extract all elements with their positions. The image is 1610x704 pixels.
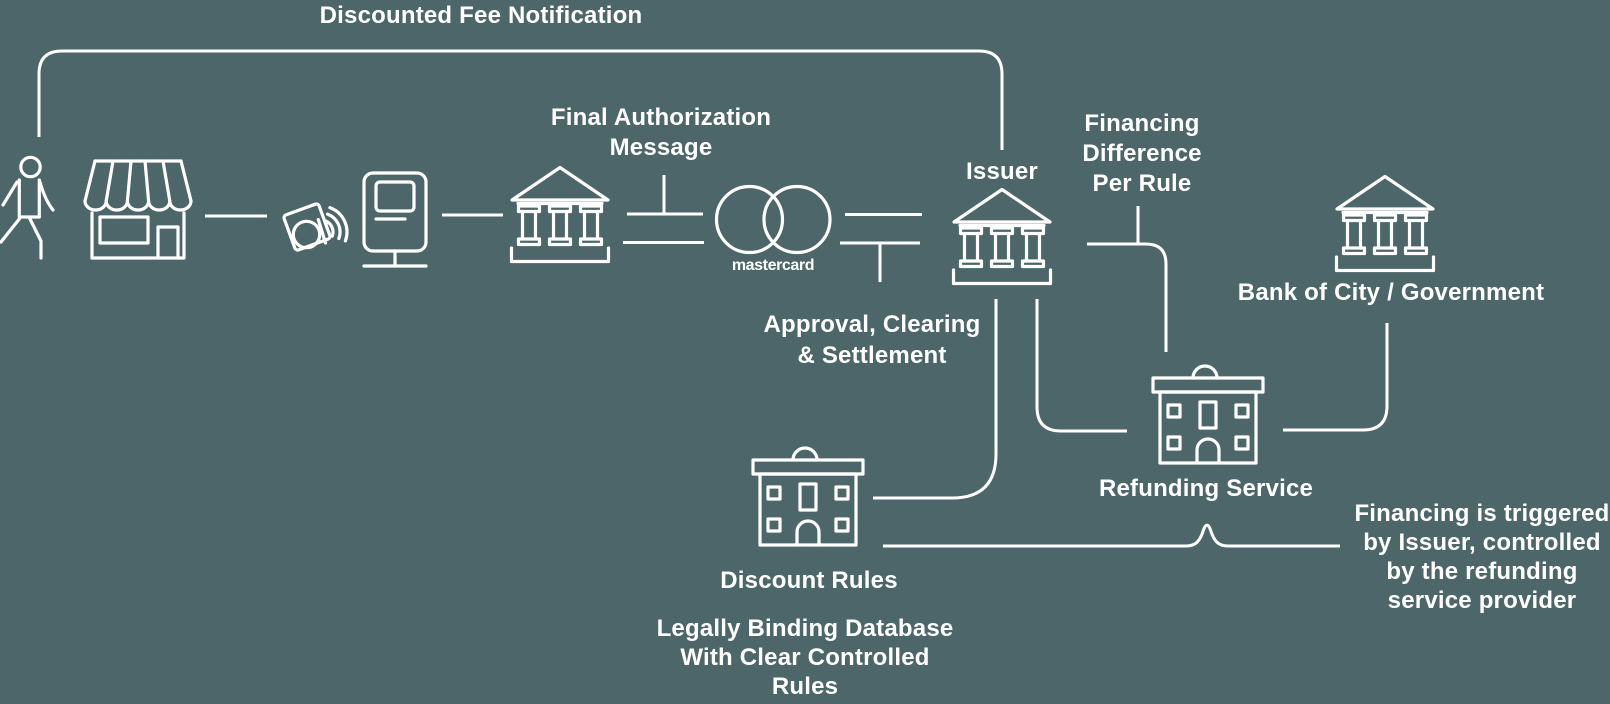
connector-mastercard-issuer-lower [840, 241, 920, 282]
terminal-icon [362, 171, 428, 268]
refunding-service-label: Refunding Service [1098, 475, 1314, 502]
connector-bankcity-refunding [1283, 323, 1389, 432]
connector-issuer-discount-rules [873, 299, 998, 500]
legally-binding-label: Legally Binding Database With Clear Cont… [656, 615, 954, 700]
discounted-fee-label: Discounted Fee Notification [319, 2, 643, 29]
connector-financing-difference [1087, 206, 1168, 352]
person-icon [0, 155, 55, 260]
mastercard-logo: mastercard [714, 184, 832, 274]
refunding-service-building-icon [1151, 364, 1265, 465]
connector-acquirer-mastercard-upper [627, 175, 703, 216]
issuer-label: Issuer [966, 158, 1038, 185]
acquirer-bank-icon [509, 165, 611, 264]
connector-discounted-fee-bracket [37, 49, 1004, 150]
mastercard-wordmark: mastercard [732, 257, 814, 274]
financing-difference-label: Financing Difference Per Rule [1082, 110, 1202, 197]
discount-rules-label: Discount Rules [720, 567, 898, 594]
financing-triggered-label: Financing is triggered by Issuer, contro… [1354, 500, 1610, 614]
store-icon [83, 159, 193, 260]
final-authorization-label: Final Authorization Message [550, 104, 772, 161]
connector-refunding-brace [883, 523, 1340, 548]
bank-of-city-icon [1334, 174, 1436, 273]
discount-rules-building-icon [751, 446, 865, 547]
issuer-bank-icon [951, 187, 1053, 286]
card-contactless-icon [282, 202, 349, 252]
approval-clearing-label: Approval, Clearing & Settlement [763, 311, 981, 369]
connector-issuer-refunding [1035, 299, 1127, 433]
bank-of-city-label: Bank of City / Government [1237, 279, 1545, 306]
